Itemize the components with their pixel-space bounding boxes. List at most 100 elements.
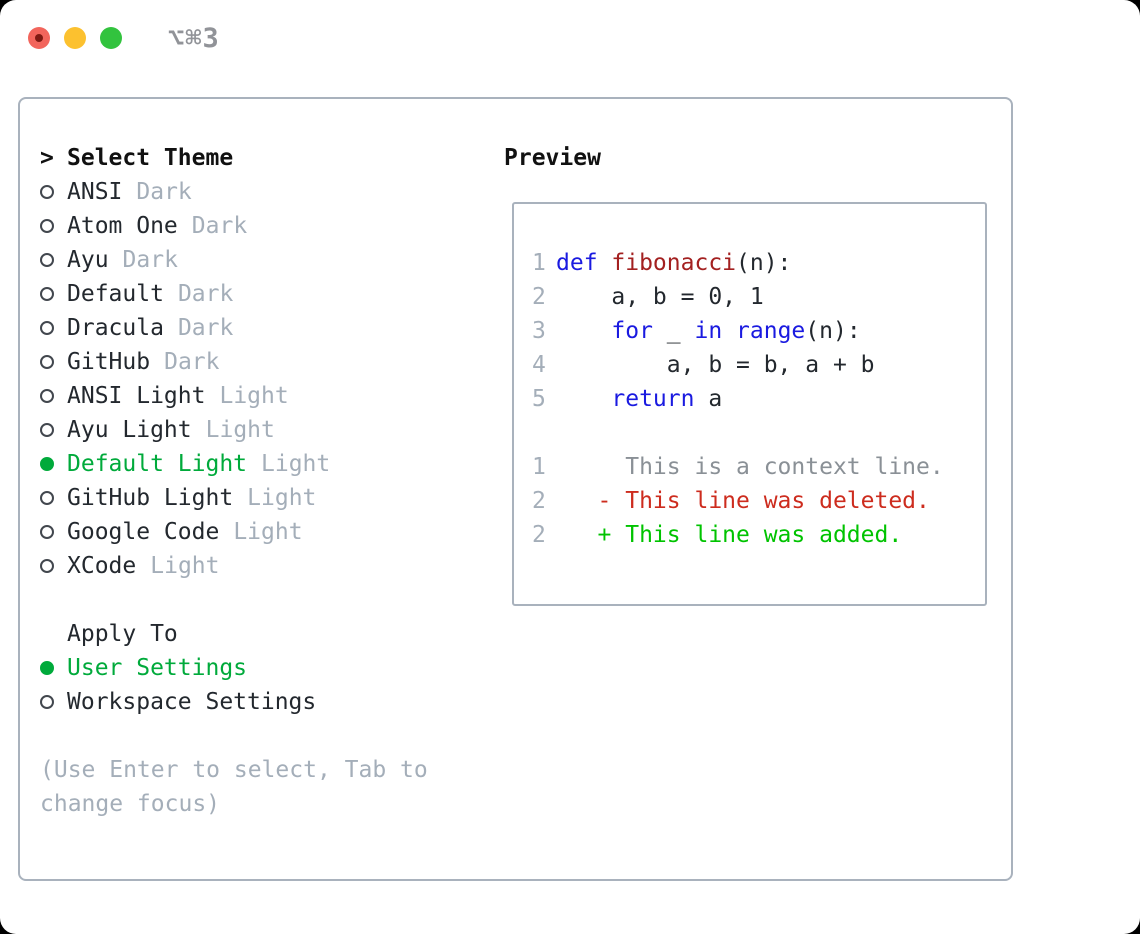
theme-variant: Dark [177, 281, 234, 307]
apply-to-option-label: User Settings [67, 655, 248, 681]
preview-title: Preview [504, 145, 601, 171]
line-number: 5 [532, 386, 546, 412]
theme-name: ANSI Light [67, 383, 206, 409]
code-segment: This is a context line. [556, 454, 944, 480]
close-icon[interactable] [28, 27, 50, 49]
zoom-icon[interactable] [100, 27, 122, 49]
theme-item-atom-one-dark[interactable]: Atom One Dark [40, 209, 442, 243]
window-titlebar: ⌥⌘3 [28, 23, 220, 54]
code-line: 3 for _ in range(n): [532, 314, 979, 348]
code-segment [722, 318, 736, 344]
radio-selected-icon [40, 457, 54, 471]
record-dot-icon [35, 34, 43, 42]
prompt-icon: > [40, 145, 54, 171]
theme-variant: Dark [136, 179, 192, 205]
code-segment: - This line was deleted. [556, 488, 930, 514]
theme-item-ansi-dark[interactable]: ANSI Dark [40, 175, 442, 209]
code-segment: fibonacci [611, 250, 737, 276]
theme-name: GitHub [67, 349, 151, 375]
radio-icon [40, 287, 54, 301]
apply-to-header: Apply To [40, 617, 442, 651]
code-segment: (n): [736, 250, 792, 276]
theme-item-github-light[interactable]: GitHub Light Light [40, 481, 442, 515]
code-segment: + This line was added. [556, 522, 903, 548]
radio-icon [40, 355, 54, 369]
theme-variant: Light [219, 383, 289, 409]
diff-deleted-line: 2 - This line was deleted. [532, 484, 979, 518]
code-segment: in [694, 318, 723, 344]
theme-item-github-dark[interactable]: GitHub Dark [40, 345, 442, 379]
theme-variant: Light [261, 451, 331, 477]
line-number: 1 [532, 454, 546, 480]
spacer [40, 583, 442, 617]
radio-icon [40, 525, 54, 539]
line-number: 3 [532, 318, 546, 344]
code-segment: def [556, 250, 612, 276]
spacer [40, 719, 442, 753]
code-segment: a, b = b, a + b [556, 352, 875, 378]
minimize-icon[interactable] [64, 27, 86, 49]
theme-name: Google Code [67, 519, 220, 545]
theme-name: Atom One [67, 213, 178, 239]
theme-variant: Dark [164, 349, 220, 375]
theme-name: Default [67, 281, 164, 307]
theme-name: Ayu Light [67, 417, 192, 443]
code-segment [556, 318, 611, 344]
code-segment: _ [652, 318, 695, 344]
line-number: 2 [532, 522, 546, 548]
apply-to-title: Apply To [67, 621, 178, 647]
diff-context-line: 1 This is a context line. [532, 450, 979, 484]
code-segment: return [611, 386, 695, 412]
code-segment: a, b = 0, 1 [556, 284, 764, 310]
line-number: 2 [532, 284, 546, 310]
theme-variant: Light [233, 519, 303, 545]
radio-icon [40, 185, 54, 199]
theme-picker-header: > Select Theme [40, 141, 442, 175]
theme-variant: Light [150, 553, 220, 579]
radio-icon [40, 559, 54, 573]
code-segment: for [611, 318, 653, 344]
theme-item-ayu-light[interactable]: Ayu Light Light [40, 413, 442, 447]
radio-icon [40, 389, 54, 403]
theme-item-google-code[interactable]: Google Code Light [40, 515, 442, 549]
line-number: 2 [532, 488, 546, 514]
theme-variant: Dark [122, 247, 178, 273]
code-line: 4 a, b = b, a + b [532, 348, 979, 382]
code-segment: a [694, 386, 723, 412]
line-number: 4 [532, 352, 546, 378]
theme-name: ANSI [67, 179, 123, 205]
theme-picker-title: Select Theme [67, 145, 234, 171]
radio-icon [40, 321, 54, 335]
diff-added-line: 2 + This line was added. [532, 518, 979, 552]
code-line: 2 a, b = 0, 1 [532, 280, 979, 314]
theme-item-ansi-light[interactable]: ANSI Light Light [40, 379, 442, 413]
theme-variant: Dark [177, 315, 234, 341]
radio-icon [40, 253, 54, 267]
keyboard-hint: (Use Enter to select, Tab to change focu… [40, 757, 428, 817]
theme-variant: Light [205, 417, 275, 443]
apply-to-user-settings[interactable]: User Settings [40, 651, 442, 685]
theme-item-default-dark[interactable]: Default Dark [40, 277, 442, 311]
theme-variant: Light [247, 485, 317, 511]
code-segment: (n): [805, 318, 861, 344]
radio-icon [40, 695, 54, 709]
apply-to-option-label: Workspace Settings [67, 689, 317, 715]
window-shortcut-label: ⌥⌘3 [168, 22, 220, 54]
code-line: 5 return a [532, 382, 979, 416]
theme-variant: Dark [191, 213, 248, 239]
apply-to-workspace-settings[interactable]: Workspace Settings [40, 685, 442, 719]
radio-selected-icon [40, 661, 54, 675]
code-segment: range [736, 318, 806, 344]
theme-name: GitHub Light [67, 485, 234, 511]
radio-icon [40, 423, 54, 437]
